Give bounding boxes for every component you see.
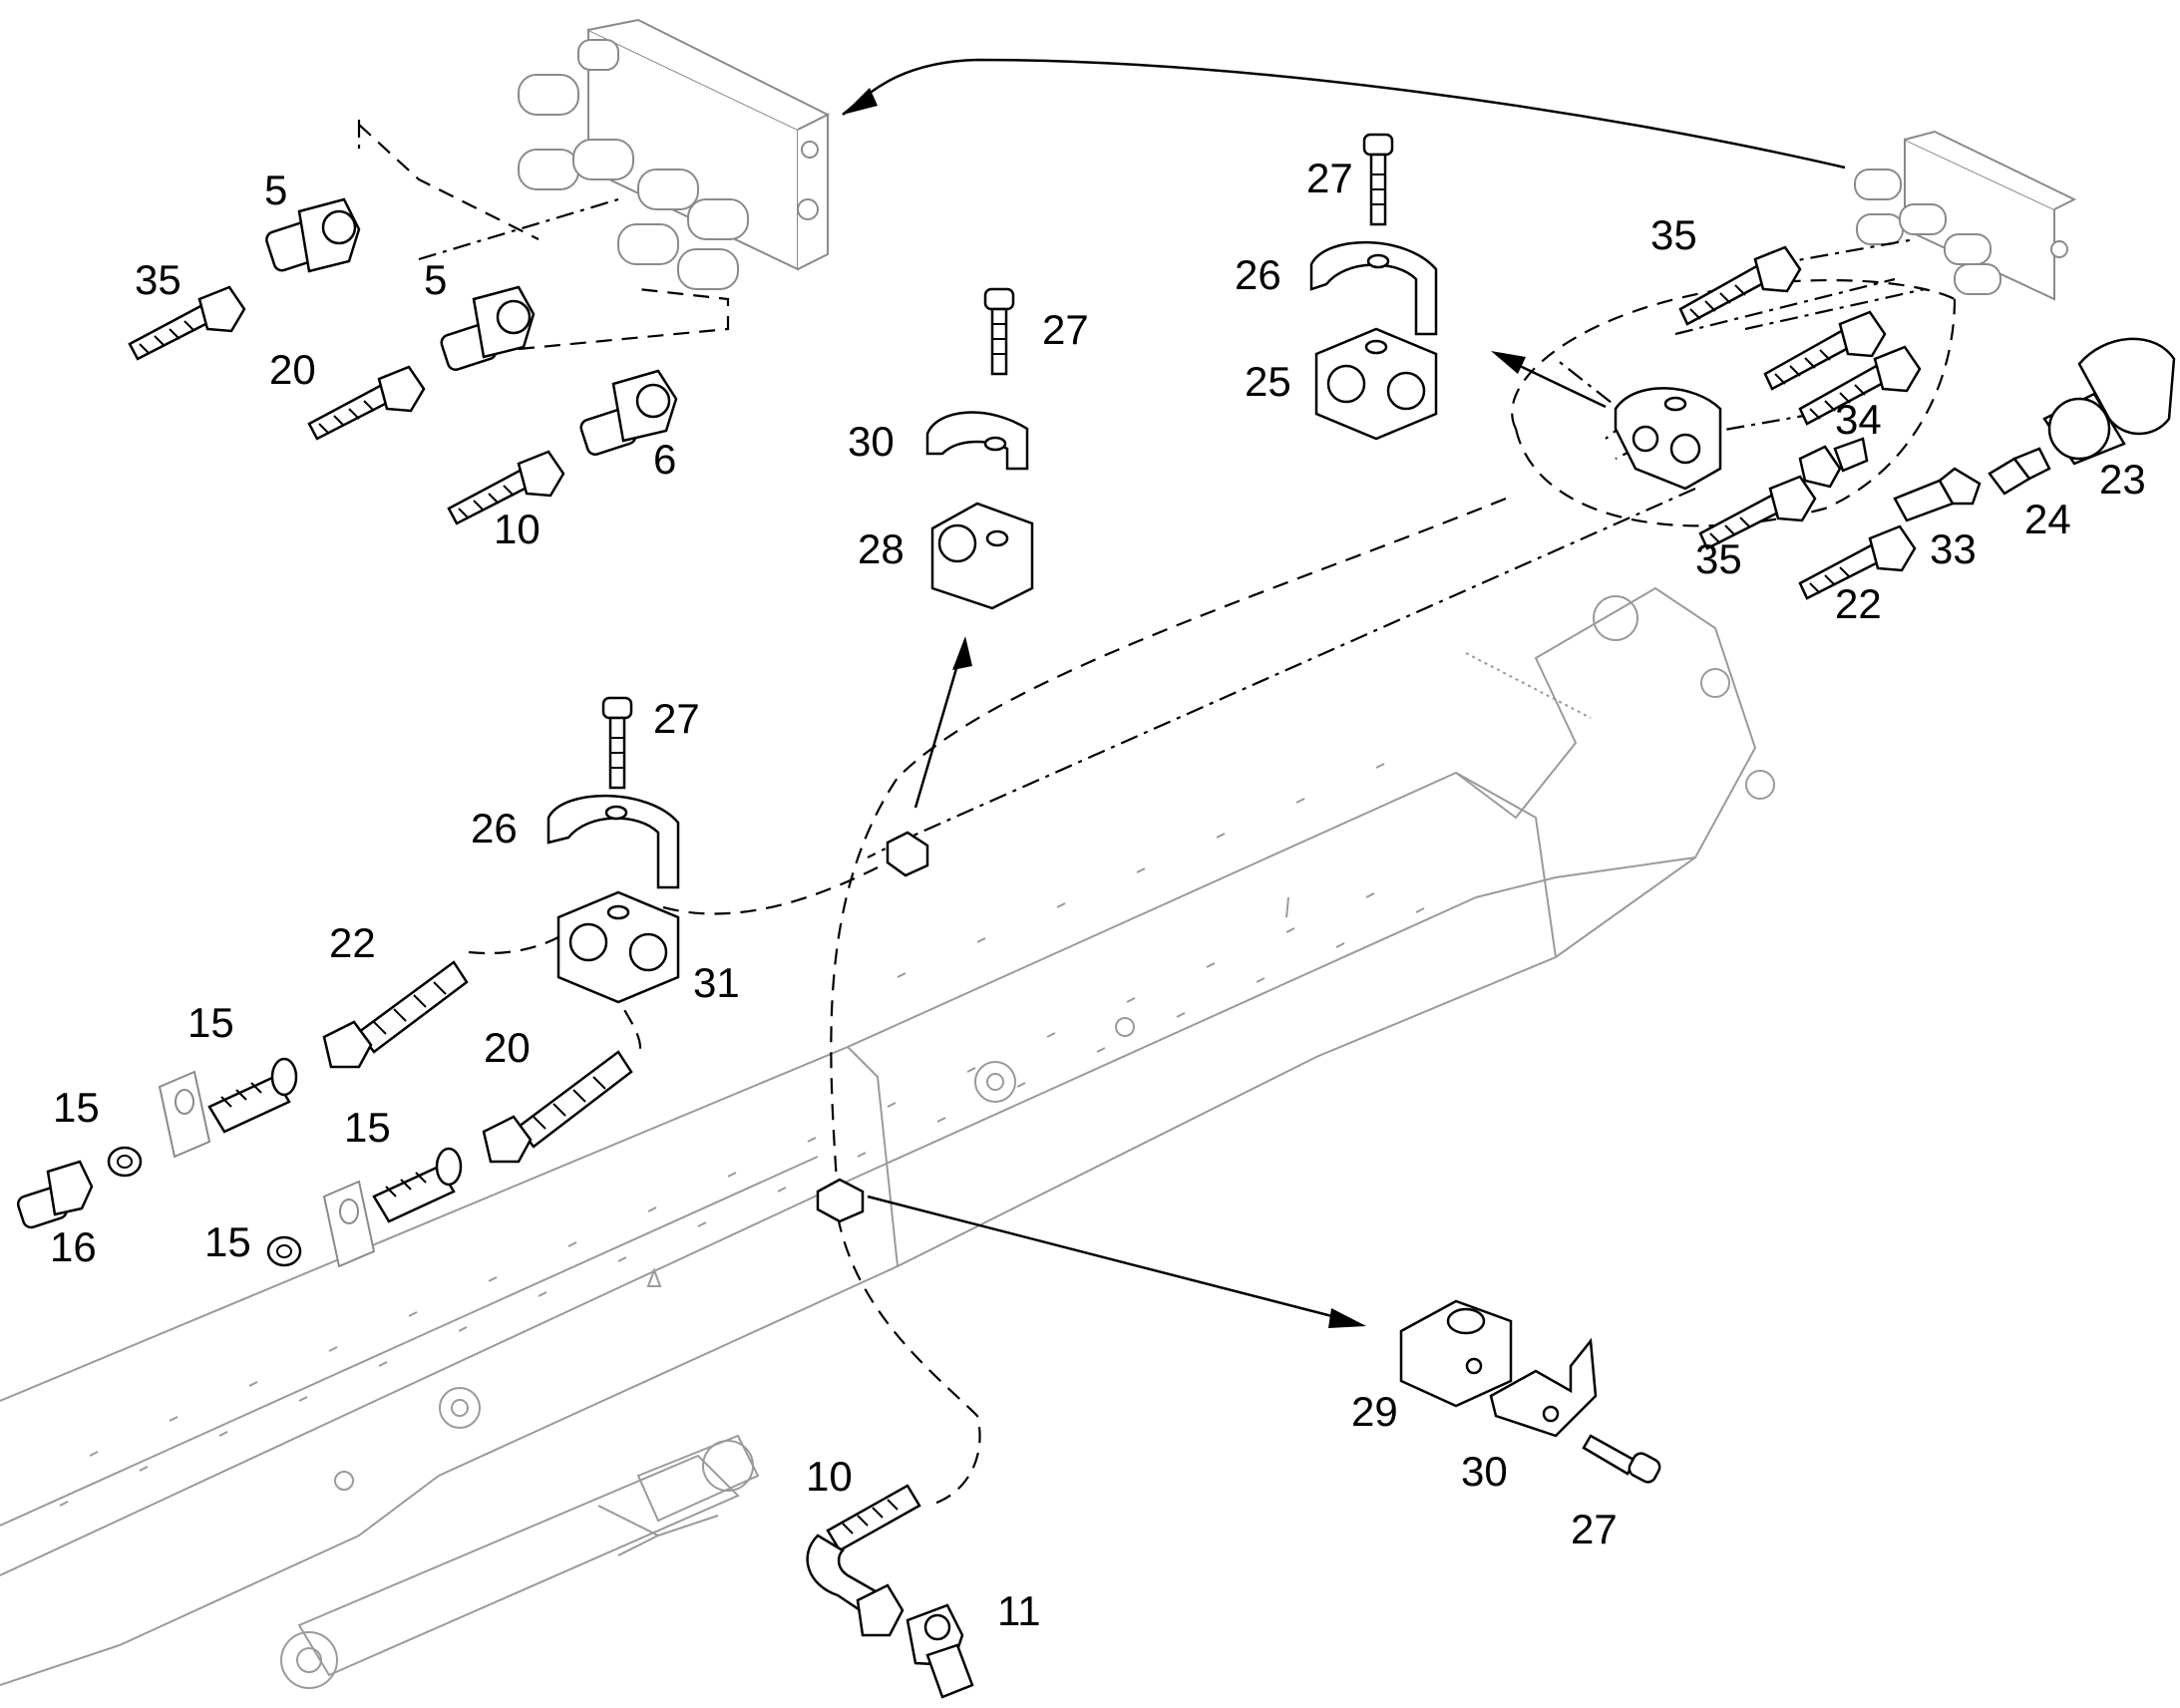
label-15a: 15 [187,999,234,1046]
label-30b: 30 [1461,1448,1508,1495]
bracket-plate-upper [158,1070,211,1159]
callout-labels: 5 35 5 20 6 10 27 30 28 27 26 25 35 34 2… [50,155,2146,1634]
label-20a: 20 [269,346,316,393]
label-15d: 15 [204,1218,251,1265]
label-27a: 27 [1042,306,1089,353]
clamp-cap-30-b [1489,1337,1598,1438]
screw-27-d [1582,1434,1661,1484]
label-27c: 27 [653,695,700,742]
boom-arm [0,586,1775,1689]
fitting-5-lower [440,285,536,372]
clamp-cap-26-b [546,794,680,889]
clamp-block-28 [930,502,1034,610]
nut-15-lower [266,1235,302,1267]
label-31: 31 [693,959,740,1006]
label-6: 6 [653,436,676,483]
label-28: 28 [858,525,905,572]
elbow-34 [1798,437,1869,489]
bracket-plate-lower [322,1180,376,1268]
label-35b: 35 [1650,211,1697,258]
hose-end-20-lower [482,1050,633,1164]
label-27d: 27 [1571,1506,1618,1552]
bulkhead-15-lower [372,1147,463,1223]
label-27b: 27 [1306,155,1353,201]
valve-block-detail [1854,130,2077,301]
label-22b: 22 [329,919,376,966]
label-15c: 15 [344,1104,391,1151]
bolt-detail-a [1763,310,1887,391]
label-26a: 26 [1235,251,1281,298]
clip-on-boom-upper [886,831,929,877]
label-24: 24 [2024,496,2071,542]
label-22a: 22 [1835,580,1882,627]
label-34: 34 [1835,396,1882,443]
clamp-block-31 [556,890,680,1004]
valve-block-main [518,18,831,290]
fitting-5-upper [265,197,361,273]
nut-15-upper [107,1146,143,1178]
bolt-35-left [128,285,246,361]
label-23: 23 [2099,456,2146,503]
clamp-cap-30-a [925,411,1029,471]
hose-end-10-lower [806,1484,921,1637]
bolt-detail-b [1798,345,1922,426]
label-16: 16 [50,1223,97,1270]
label-33: 33 [1930,525,1977,572]
clamp-assembly-detail [1614,387,1722,491]
label-29: 29 [1351,1388,1398,1435]
bolt-35-right-bottom [1698,475,1817,550]
arrow-to-clamp-25 [1491,351,1607,409]
label-30a: 30 [848,418,895,465]
label-15b: 15 [53,1084,100,1131]
tee-33 [1893,467,1982,522]
bolt-35-right-top [1678,245,1802,326]
clamp-block-29 [1399,1299,1513,1408]
hose-end-22-lower [322,960,469,1069]
coupler-23 [2042,337,2176,466]
label-35a: 35 [135,256,182,303]
bolt-10-upper [447,450,565,525]
label-10b: 10 [806,1453,853,1500]
bulkhead-15-upper [207,1057,298,1134]
arrow-to-clamp-28 [913,636,972,809]
clip-on-boom-lower [816,1178,865,1223]
fitting-6 [579,369,678,457]
label-20b: 20 [484,1024,531,1071]
label-25: 25 [1245,358,1291,405]
bolt-22-right [1798,524,1917,600]
arrow-to-clamp-29 [867,1195,1366,1328]
adapter-24 [1988,447,2051,496]
screw-27-c [601,696,633,790]
fitting-16 [16,1160,94,1229]
arrow-valve-curve [842,58,1846,170]
label-11: 11 [997,1587,1041,1634]
label-5a: 5 [264,167,287,213]
fitting-11 [906,1603,974,1699]
clamp-cap-26-a [1309,240,1438,336]
label-35c: 35 [1695,535,1742,582]
label-10a: 10 [494,506,541,552]
label-5b: 5 [424,256,447,303]
label-26b: 26 [471,805,518,852]
screw-27-b [1362,133,1394,226]
screw-27-a [983,287,1015,376]
bolt-20-upper [307,365,426,441]
clamp-block-25 [1314,327,1438,441]
